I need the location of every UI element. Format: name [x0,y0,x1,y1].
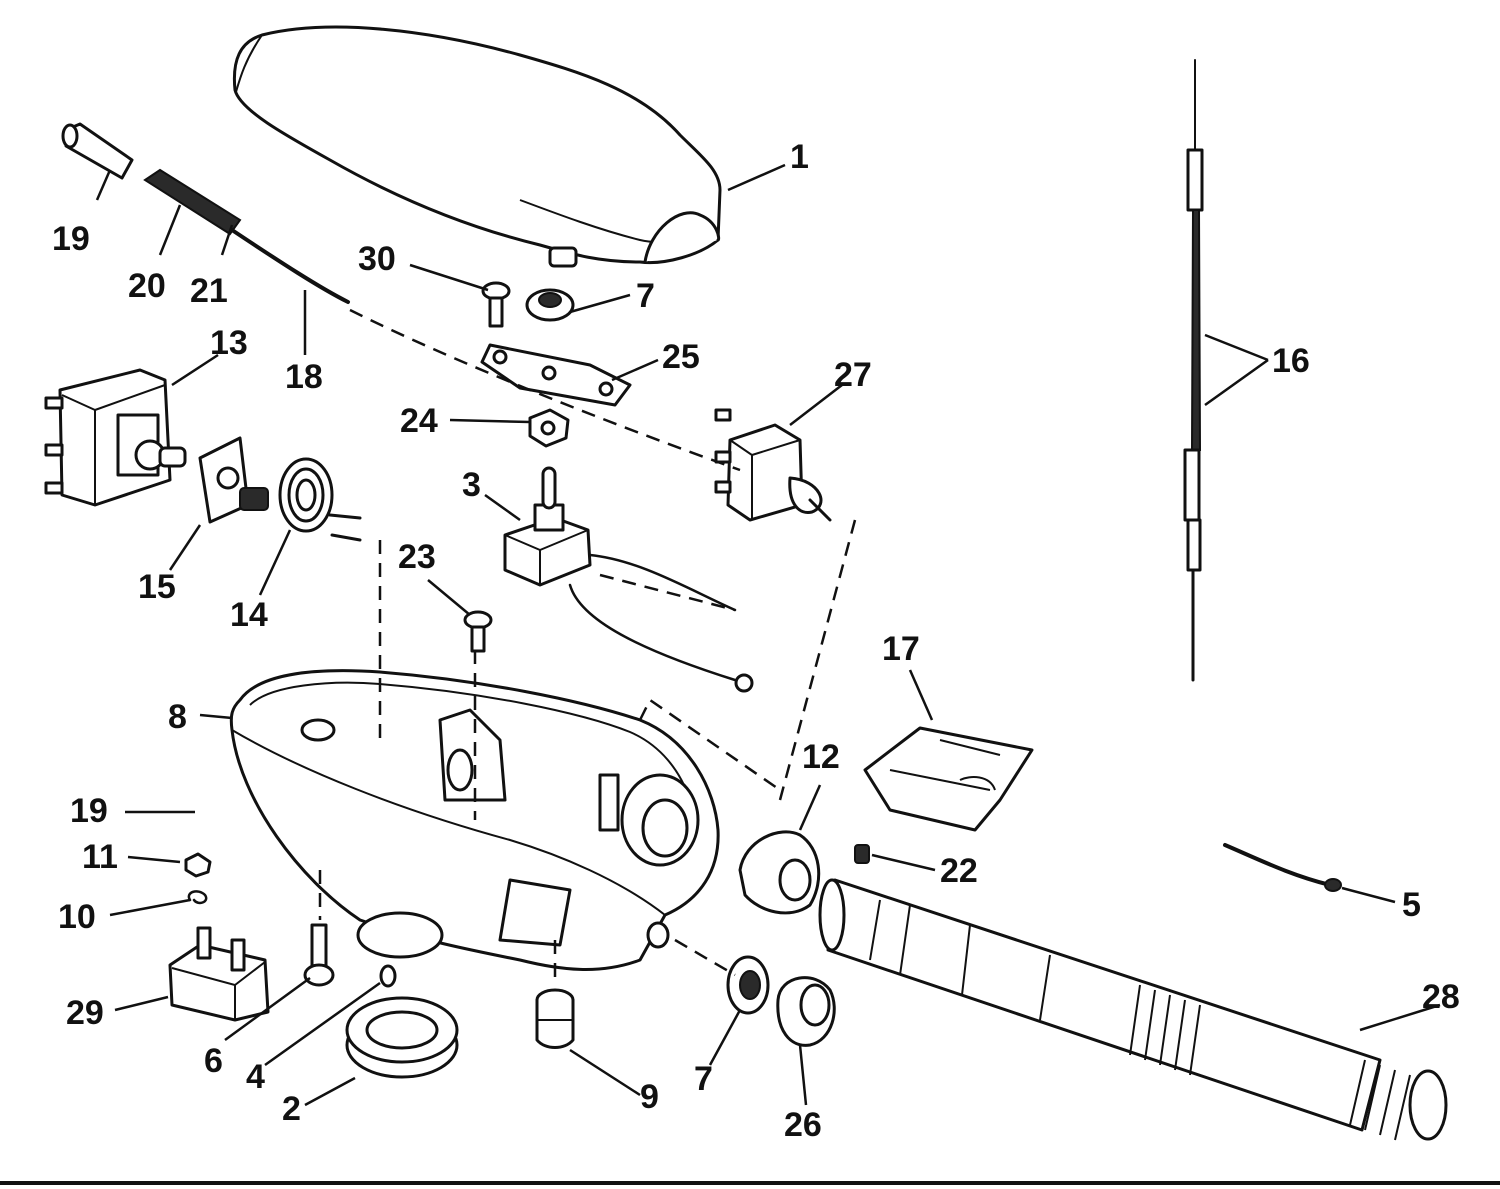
callout-29: 29 [66,994,104,1032]
callout-16: 16 [1272,342,1310,380]
part-16-cable [1183,59,1204,682]
part-28-shaft-tube [818,878,1448,1141]
part-13-switch-block [44,368,187,507]
part-6-bolt [303,923,335,987]
callout-11: 11 [82,838,118,876]
callout-13: 13 [210,324,248,362]
callout-19-lower: 19 [70,792,108,830]
callout-22: 22 [940,852,978,890]
callout-labels: 1 19 20 21 30 7 13 18 25 27 16 24 3 23 1… [52,138,1460,1144]
callout-7-upper: 7 [636,277,655,315]
callout-4: 4 [246,1058,265,1096]
callout-21: 21 [190,272,228,310]
part-2-ring [345,996,459,1079]
part-1-top-cover [232,25,722,268]
part-23-screw [463,610,493,653]
part-8-lower-housing [229,669,720,971]
part-19-end-cap [61,122,134,180]
callout-1: 1 [790,138,809,176]
part-21-wire [230,228,350,304]
callout-9: 9 [640,1078,659,1116]
part-30-screw [481,281,511,328]
callout-8: 8 [168,698,187,736]
callout-19-top: 19 [52,220,90,258]
leader-lines [95,163,1441,1107]
part-4-pin [379,964,397,988]
part-12-collar [738,830,821,915]
callout-14: 14 [230,596,268,634]
callout-15: 15 [138,568,176,606]
part-7-grommet-upper [525,288,575,322]
part-15-bracket [198,436,269,524]
part-17-clip [863,726,1034,832]
callout-2: 2 [282,1090,301,1128]
callout-28: 28 [1422,978,1460,1016]
callout-7-lower: 7 [694,1060,713,1098]
part-10-washer [187,890,208,905]
part-24-nut [528,408,570,448]
callout-27: 27 [834,356,872,394]
part-26-bushing [776,976,836,1047]
part-5-wire-lead [1223,843,1342,892]
callout-3: 3 [462,466,481,504]
part-25-plate [480,343,632,407]
callout-24: 24 [400,402,438,440]
part-27-toggle-switch [714,408,832,522]
part-11-nut [184,852,212,878]
part-22-set-screw [854,844,870,864]
callout-6: 6 [204,1042,223,1080]
callout-30: 30 [358,240,396,278]
callout-26: 26 [784,1106,822,1144]
part-29-block [168,926,270,1022]
callout-12: 12 [802,738,840,776]
callout-5: 5 [1402,886,1421,924]
assembly-dashed-lines [318,308,857,985]
callout-23: 23 [398,538,436,576]
part-3-toggle-switch [503,466,754,693]
part-20-plug [143,168,242,236]
callout-17: 17 [882,630,920,668]
part-14-spring [278,457,362,542]
callout-25: 25 [662,338,700,376]
callout-20: 20 [128,267,166,305]
part-7-grommet-lower [726,955,770,1015]
callout-10: 10 [58,898,96,936]
part-9-fitting [535,988,575,1049]
callout-18: 18 [285,358,323,396]
